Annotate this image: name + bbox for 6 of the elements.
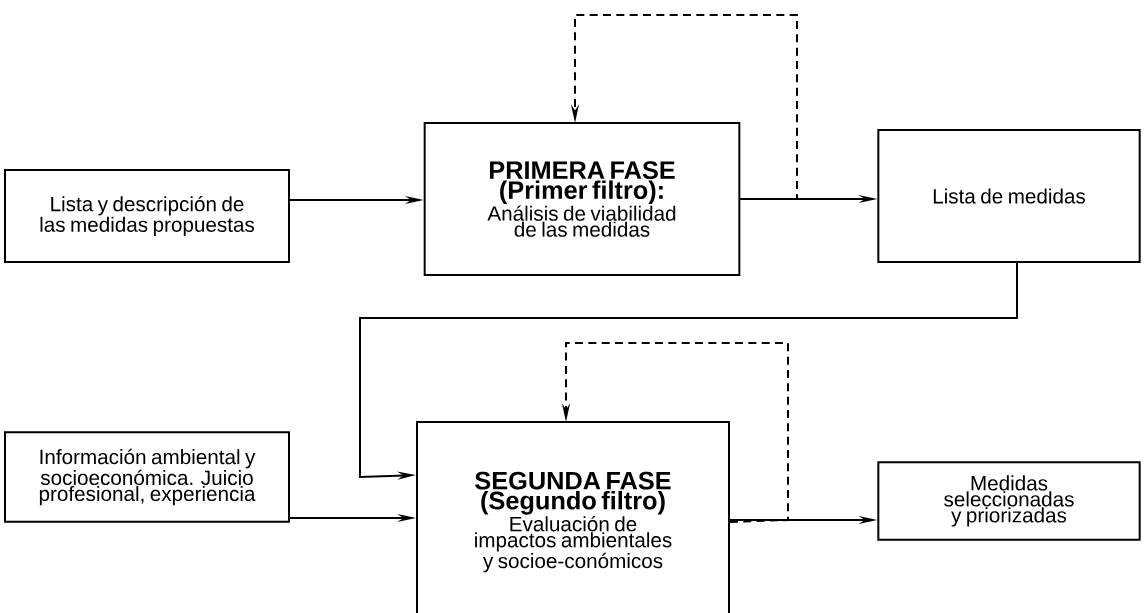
- process-box: Medidas seleccionadas y priorizadas: [877, 461, 1141, 541]
- process-box: Lista y descripción de las medidas propuestas: [4, 169, 290, 263]
- process-box: Información ambiental y socioeconómica. Juicio profesional, experiencia: [4, 431, 290, 523]
- process-box: Lista de medidas: [877, 129, 1141, 263]
- process-box: SEGUNDA FASE (Segundo filtro) Evaluación de impactos ambientales y socioe-conómicos: [416, 421, 730, 613]
- process-box: PRIMERA FASE (Primer filtro): Análisis de viabilidad de las medidas: [423, 122, 741, 276]
